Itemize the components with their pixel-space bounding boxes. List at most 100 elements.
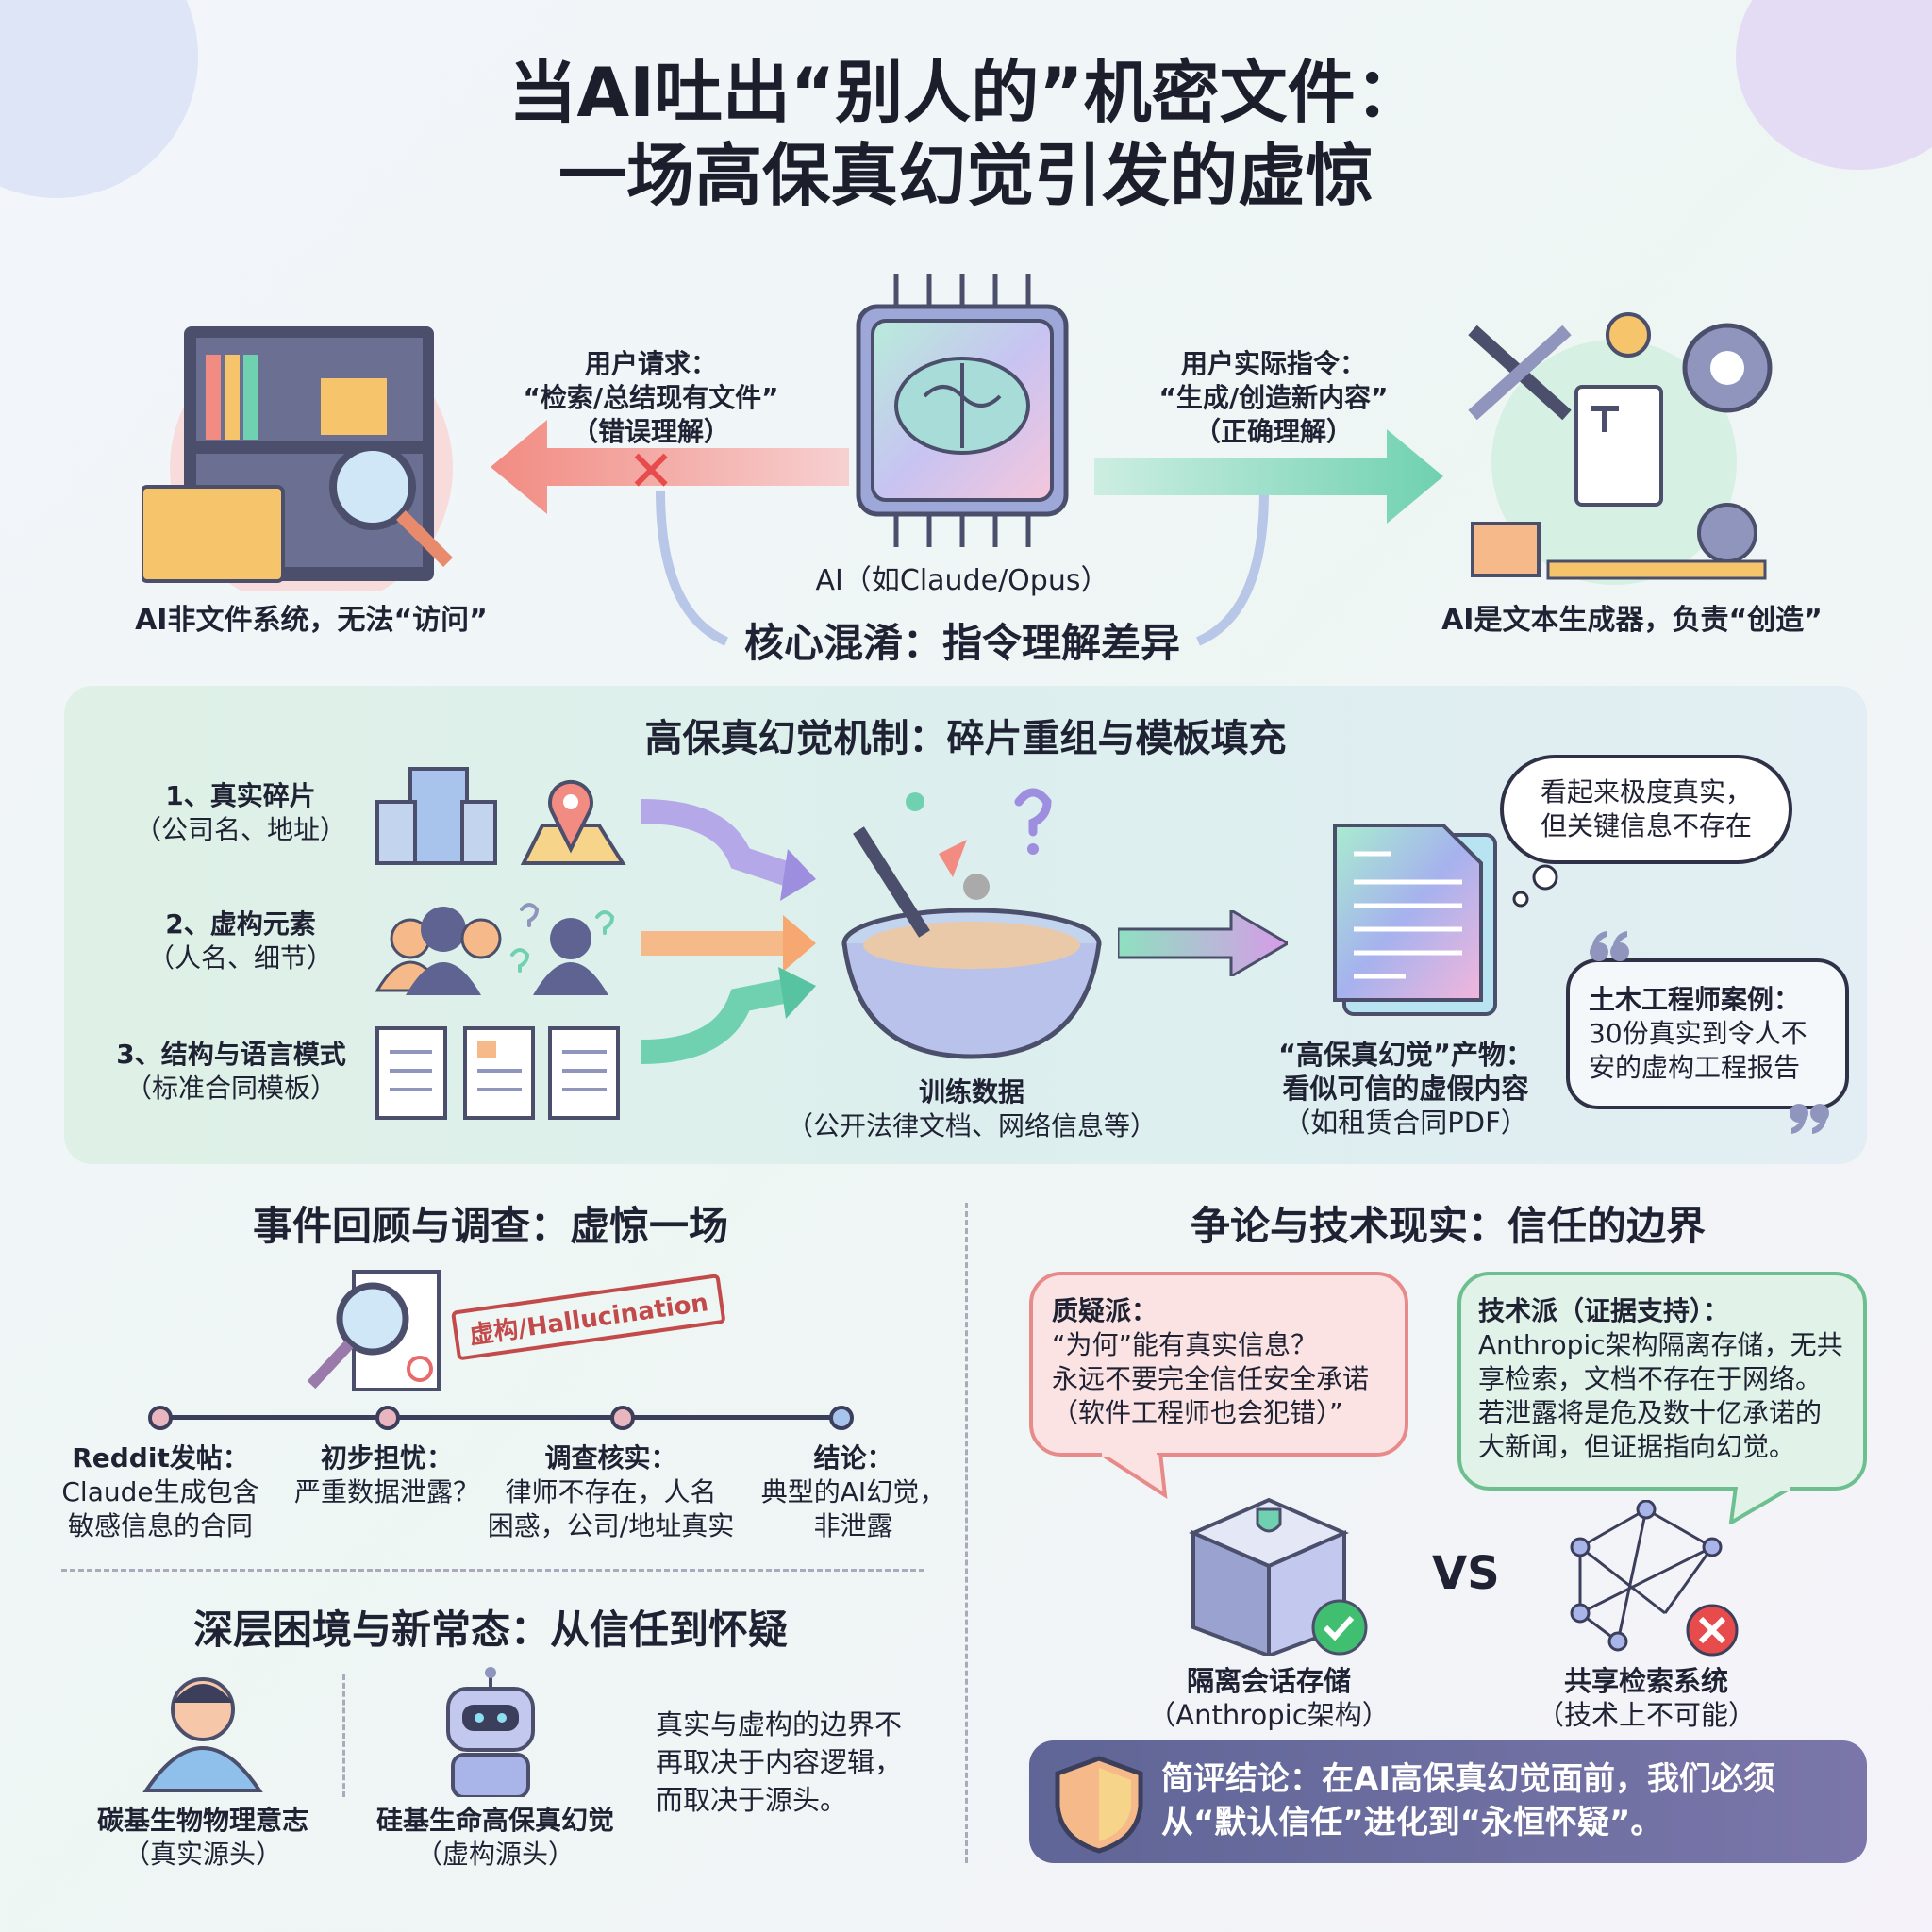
- skeptic-bubble: 质疑派：“为何”能有真实信息？永远不要完全信任安全承诺（软件工程师也会犯错）”: [1029, 1272, 1408, 1457]
- shared-network-icon: [1561, 1499, 1750, 1660]
- step-line: 困惑，公司/地址真实: [487, 1510, 735, 1541]
- dilemma-line: 而取决于源头。: [656, 1784, 848, 1816]
- x-mark-icon: ✕: [627, 439, 675, 505]
- shield-icon: [1052, 1755, 1146, 1854]
- timeline-dot: [829, 1406, 854, 1430]
- dilemma-line: 再取决于内容逻辑，: [656, 1746, 903, 1778]
- robot-label-title: 硅基生命高保真幻觉: [375, 1805, 614, 1836]
- magnifier-document-icon: [307, 1267, 448, 1394]
- mixing-bowl-icon: [830, 783, 1113, 1066]
- left-caption: AI非文件系统，无法“访问”: [135, 604, 488, 637]
- right-caption: AI是文本生成器，负责“创造”: [1441, 604, 1823, 637]
- section-divider: [61, 1569, 924, 1572]
- quote-title: 土木工程师案例：: [1589, 984, 1801, 1015]
- row-sub: （标准合同模板）: [125, 1073, 337, 1104]
- timeline-line: [160, 1415, 844, 1420]
- thought-bubble: 看起来极度真实，但关键信息不存在: [1500, 755, 1792, 864]
- timeline-dot: [148, 1406, 173, 1430]
- section-divider: [342, 1674, 345, 1797]
- right-arrow-label: 用户实际指令： “生成/创造新内容” （正确理解）: [1123, 347, 1424, 449]
- dilemma-line: 真实与虚构的边界不: [656, 1708, 903, 1740]
- training-data-label: 训练数据（公开法律文档、网络信息等）: [755, 1075, 1189, 1143]
- human-label-sub: （真实源头）: [123, 1839, 282, 1870]
- core-confusion-label: 核心混淆：指令理解差异: [743, 620, 1180, 666]
- label-line: 用户实际指令：: [1180, 348, 1366, 379]
- mechanism-title: 高保真幻觉机制：碎片重组与模板填充: [644, 717, 1287, 760]
- row-label: 1、真实碎片: [165, 780, 316, 811]
- skeptic-line: （软件工程师也会犯错）”: [1052, 1397, 1343, 1428]
- tech-line: Anthropic架构隔离存储，无共: [1478, 1329, 1843, 1360]
- quote-line: 30份真实到令人不: [1589, 1018, 1807, 1049]
- row-sub: （人名、细节）: [147, 942, 333, 974]
- step-line: Claude生成包含: [61, 1476, 259, 1507]
- product-label: “高保真幻觉”产物：看似可信的虚假内容（如租赁合同PDF）: [1245, 1038, 1566, 1140]
- bowl-sub: （公开法律文档、网络信息等）: [786, 1110, 1157, 1141]
- bubble-tail: [1726, 1485, 1802, 1528]
- debate-title: 争论与技术现实：信任的边界: [1190, 1203, 1706, 1249]
- timeline-step-reddit: Reddit发帖：Claude生成包含敏感信息的合同: [47, 1441, 274, 1543]
- timeline-step-concern: 初步担忧：严重数据泄露？: [283, 1441, 491, 1509]
- isolated-sub: （Anthropic架构）: [1148, 1699, 1390, 1731]
- row-label: 2、虚构元素: [165, 908, 316, 940]
- thought-line: 看起来极度真实，: [1540, 776, 1752, 808]
- tech-bubble: 技术派（证据支持）：Anthropic架构隔离存储，无共享检索，文档不存在于网络…: [1457, 1272, 1867, 1491]
- ai-chip-brain-icon: [830, 274, 1094, 547]
- page-subtitle: 一场高保真幻觉引发的虚惊: [558, 136, 1374, 215]
- bookshelf-icon: [140, 326, 481, 609]
- review-title: 事件回顾与调查：虚惊一场: [252, 1203, 728, 1249]
- robot-icon: [425, 1665, 557, 1799]
- right-arrow: [1094, 425, 1443, 524]
- label-line: 用户请求：: [584, 348, 717, 379]
- quote-bubble: 土木工程师案例：30份真实到令人不安的虚构工程报告: [1566, 958, 1849, 1109]
- skeptic-line: 永远不要完全信任安全承诺: [1052, 1363, 1370, 1394]
- robot-label: 硅基生命高保真幻觉（虚构源头）: [363, 1804, 627, 1872]
- thought-dots: [1509, 863, 1566, 910]
- step-title: Reddit发帖：: [72, 1442, 249, 1474]
- bowl-label: 训练数据: [918, 1076, 1024, 1108]
- fake-document-icon: [1330, 816, 1500, 1019]
- vs-label: VS: [1432, 1547, 1500, 1600]
- isolated-title: 隔离会话存储: [1186, 1665, 1351, 1697]
- flow-arrows: [637, 792, 816, 1075]
- product-line: 看似可信的虚假内容: [1282, 1073, 1529, 1105]
- row-structure-patterns: 3、结构与语言模式（标准合同模板）: [94, 1038, 368, 1106]
- human-avatar-icon: [142, 1670, 264, 1792]
- step-line: 严重数据泄露？: [293, 1476, 479, 1507]
- label-line: “生成/创造新内容”: [1158, 382, 1389, 413]
- timeline-step-conclusion: 结论：典型的AI幻觉，非泄露: [747, 1441, 959, 1543]
- building-map-pin-icon: [373, 759, 627, 868]
- conclusion-line: 简评结论：在AI高保真幻觉面前，我们必须: [1161, 1760, 1775, 1798]
- ai-chip-label: AI（如Claude/Opus）: [815, 564, 1109, 597]
- row-real-fragments: 1、真实碎片（公司名、地址）: [104, 779, 377, 847]
- isolated-label: 隔离会话存储（Anthropic架构）: [1127, 1664, 1410, 1732]
- dilemma-title: 深层困境与新常态：从信任到怀疑: [192, 1607, 788, 1653]
- label-line: “检索/总结现有文件”: [523, 382, 779, 413]
- shared-title: 共享检索系统: [1563, 1665, 1728, 1697]
- output-arrow: [1116, 908, 1291, 979]
- row-label: 3、结构与语言模式: [116, 1039, 346, 1070]
- tech-line: 大新闻，但证据指向幻觉。: [1478, 1431, 1796, 1462]
- isolated-server-icon: [1184, 1495, 1373, 1658]
- people-question-icon: [373, 896, 627, 1000]
- label-line: （错误理解）: [571, 416, 730, 447]
- tech-line: 若泄露将是危及数十亿承诺的: [1478, 1397, 1823, 1428]
- product-line: “高保真幻觉”产物：: [1277, 1039, 1534, 1071]
- shared-sub: （技术上不可能）: [1536, 1699, 1756, 1731]
- step-line: 敏感信息的合同: [67, 1510, 253, 1541]
- row-fictional-elements: 2、虚构元素（人名、细节）: [104, 908, 377, 975]
- left-arrow-label: 用户请求： “检索/总结现有文件” （错误理解）: [500, 347, 802, 449]
- curve-decor: [641, 490, 1283, 651]
- skeptic-title: 质疑派：: [1052, 1295, 1158, 1326]
- human-label-title: 碳基生物物理意志: [96, 1805, 308, 1836]
- step-title: 初步担忧：: [320, 1442, 453, 1474]
- bubble-tail: [1092, 1451, 1170, 1504]
- tools-document-icon: [1454, 311, 1784, 590]
- step-line: 典型的AI幻觉，: [760, 1476, 946, 1507]
- quote-open-icon: [1590, 929, 1631, 963]
- conclusion-banner: 简评结论：在AI高保真幻觉面前，我们必须从“默认信任”进化到“永恒怀疑”。: [1029, 1740, 1867, 1863]
- tech-title: 技术派（证据支持）：: [1478, 1295, 1730, 1326]
- shared-label: 共享检索系统（技术上不可能）: [1509, 1664, 1783, 1732]
- tech-line: 享检索，文档不存在于网络。: [1478, 1363, 1823, 1394]
- timeline-step-investigation: 调查核实：律师不存在，人名困惑，公司/地址真实: [481, 1441, 741, 1543]
- timeline-dot: [610, 1406, 635, 1430]
